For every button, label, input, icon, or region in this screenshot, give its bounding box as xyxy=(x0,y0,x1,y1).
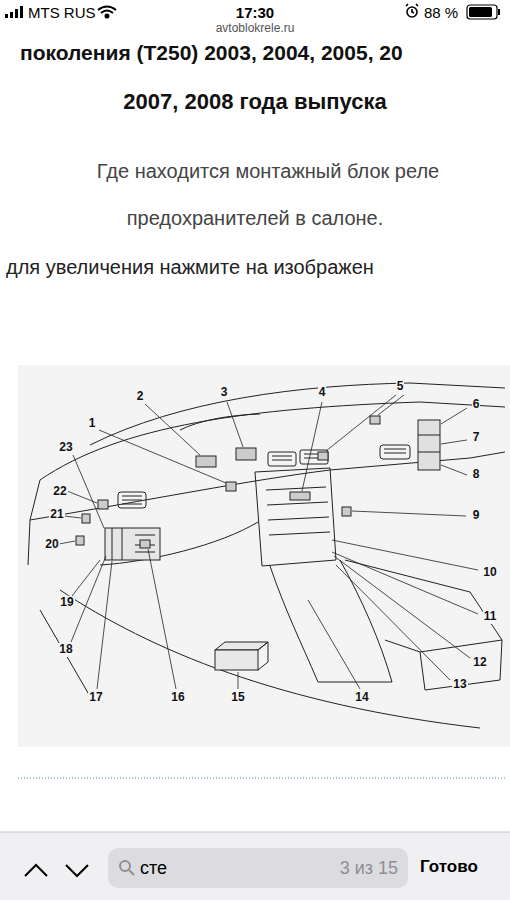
down-chevron xyxy=(66,865,88,876)
find-bar xyxy=(0,832,510,900)
callout-number: 12 xyxy=(472,656,487,670)
callout-number: 15 xyxy=(230,691,245,705)
leader-lines xyxy=(59,395,478,689)
match-count: 3 из 15 xyxy=(340,858,398,879)
heading-line: поколения (T250) 2003, 2004, 2005, 20 xyxy=(20,41,403,65)
hint-text: для увеличения нажмите на изображен xyxy=(6,256,374,279)
callout-number: 23 xyxy=(58,441,73,455)
callout-number: 2 xyxy=(136,390,145,404)
done-button: Готово xyxy=(420,857,478,877)
paragraph-line: Где находится монтажный блок реле xyxy=(97,160,439,183)
search-field: сте 3 из 15 xyxy=(108,848,408,888)
callout-number: 14 xyxy=(354,691,369,705)
alarm-icon xyxy=(406,4,418,17)
callout-number: 1 xyxy=(88,417,97,431)
callout-number: 21 xyxy=(49,508,64,522)
callout-number: 6 xyxy=(472,398,481,412)
callout-number: 8 xyxy=(472,468,481,482)
carrier-name: MTS RUS xyxy=(28,4,96,21)
image-ground xyxy=(18,365,510,747)
callout-number: 10 xyxy=(482,566,497,580)
callout-number: 22 xyxy=(52,485,67,499)
heading-line: 2007, 2008 года выпуска xyxy=(123,89,386,114)
up-chevron xyxy=(25,865,47,876)
callout-number: 17 xyxy=(88,691,103,705)
callout-number: 4 xyxy=(318,386,327,400)
callout-number: 20 xyxy=(44,538,59,552)
callout-number: 18 xyxy=(58,643,73,657)
callout-number: 3 xyxy=(220,386,229,400)
battery-icon xyxy=(467,5,500,19)
signal-bars xyxy=(5,6,23,18)
callout-number: 16 xyxy=(170,691,185,705)
page-url: avtoblokrele.ru xyxy=(216,22,295,36)
battery-percent: 88 % xyxy=(424,4,458,21)
paragraph-line: предохранителей в салоне. xyxy=(127,207,384,230)
callout-number: 19 xyxy=(59,596,74,610)
callout-number: 9 xyxy=(472,509,481,523)
callout-number: 13 xyxy=(452,678,467,692)
search-query: сте xyxy=(140,858,167,879)
clock: 17:30 xyxy=(236,4,274,21)
callout-number: 5 xyxy=(396,380,405,394)
callout-number: 11 xyxy=(483,610,498,624)
magnifier-icon xyxy=(118,859,136,877)
dashboard-drawing xyxy=(28,383,505,728)
dotted-rule xyxy=(18,778,505,779)
wifi-icon xyxy=(98,7,116,18)
callout-number: 7 xyxy=(472,431,481,445)
find-bar-border xyxy=(0,832,510,833)
